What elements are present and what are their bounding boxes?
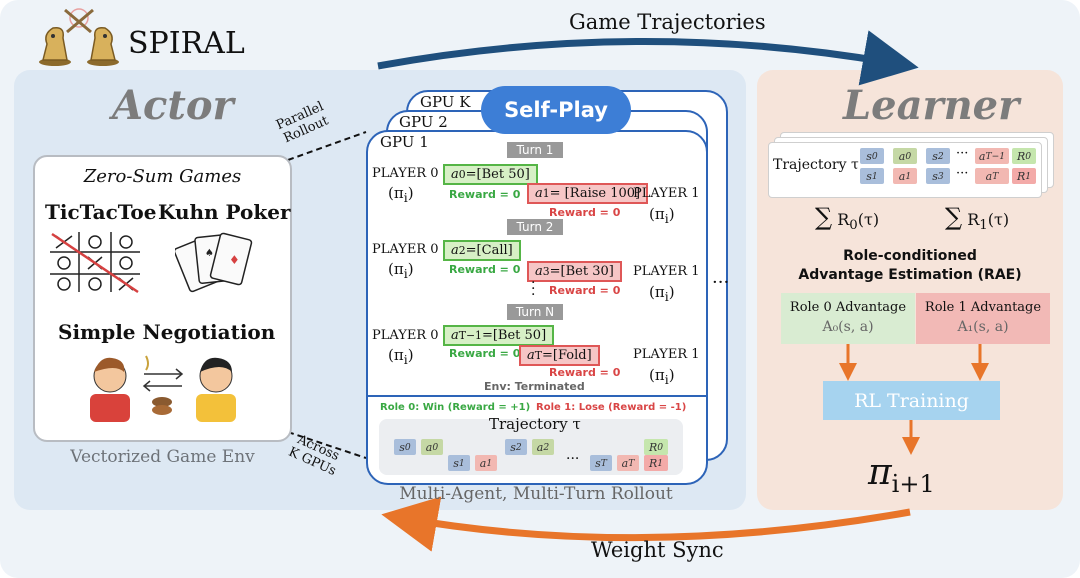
role0-advantage-value: A₀(s, a) xyxy=(822,319,874,335)
learner-traj-ellipsis-top: ··· xyxy=(956,146,969,161)
self-play-badge: Self-Play xyxy=(481,86,631,134)
reward-player0-turn2: Reward = 0 xyxy=(449,263,521,276)
player0-label: PLAYER 0 xyxy=(372,328,439,343)
svg-text:♠: ♠ xyxy=(205,248,214,259)
player1-label: PLAYER 1 xyxy=(633,264,700,279)
svg-text:♦: ♦ xyxy=(229,253,240,267)
player0-label: PLAYER 0 xyxy=(372,242,439,257)
learner-title: Learner xyxy=(843,82,1020,129)
game-env-box xyxy=(33,155,292,442)
role0-advantage-box: Role 0 Advantage A₀(s, a) xyxy=(781,293,915,344)
sum-role0-reward: ∑ R0(τ) xyxy=(815,203,880,234)
role1-outcome: Role 1: Lose (Reward = -1) xyxy=(536,402,687,413)
gpu-ellipsis: ··· xyxy=(712,272,730,293)
role1-advantage-box: Role 1 Advantage A₁(s, a) xyxy=(916,293,1050,344)
reward-player0-turnN: Reward = 0 xyxy=(449,347,521,360)
turn-n-badge: Turn N xyxy=(507,304,563,320)
traj-ellipsis: ··· xyxy=(566,451,580,467)
role0-outcome: Role 0: Win (Reward = +1) xyxy=(380,402,531,413)
gpu-k-label: GPU K xyxy=(420,93,471,111)
game-trajectories-label: Game Trajectories xyxy=(569,10,766,34)
turn-1-badge: Turn 1 xyxy=(507,142,563,158)
logo-title: SPIRAL xyxy=(128,26,245,61)
turn-2-badge: Turn 2 xyxy=(507,219,563,235)
parallel-rollout-connector xyxy=(287,131,367,161)
playing-cards-icon: ♦ ♠ xyxy=(175,232,253,293)
player1-policy: (πi) xyxy=(649,366,675,387)
reward-player0-turn1: Reward = 0 xyxy=(449,188,521,201)
player1-policy: (πi) xyxy=(649,283,675,304)
gpu-2-label: GPU 2 xyxy=(399,113,448,131)
reward-player1-turnN: Reward = 0 xyxy=(549,366,621,379)
weight-sync-arrow xyxy=(381,496,911,552)
rl-training-box: RL Training xyxy=(823,381,1000,420)
zero-sum-heading: Zero-Sum Games xyxy=(83,166,242,187)
sum-role1-reward: ∑ R1(τ) xyxy=(945,203,1010,234)
game-kuhn-poker: Kuhn Poker xyxy=(158,200,291,224)
reward-player1-turn2: Reward = 0 xyxy=(549,284,621,297)
knights-chess-logo-icon xyxy=(39,8,119,66)
across-gpus-connector xyxy=(287,431,367,459)
multi-agent-rollout-label: Multi-Agent, Multi-Turn Rollout xyxy=(399,484,673,504)
game-tictactoe: TicTacToe xyxy=(45,200,157,224)
rae-title-line1: Role-conditioned xyxy=(843,248,977,264)
player0-label: PLAYER 0 xyxy=(372,166,439,181)
rae-title-line2: Advantage Estimation (RAE) xyxy=(798,267,1022,283)
role0-advantage-title: Role 0 Advantage xyxy=(789,300,907,315)
env-terminated-label: Env: Terminated xyxy=(484,380,585,393)
game-simple-negotiation: Simple Negotiation xyxy=(58,320,276,344)
player1-policy: (πi) xyxy=(649,205,675,226)
role1-advantage-title: Role 1 Advantage xyxy=(924,300,1042,315)
learner-traj-ellipsis-bottom: ··· xyxy=(956,166,969,181)
updated-policy: πi+1 xyxy=(868,452,935,499)
negotiation-people-icon xyxy=(90,355,236,422)
player0-policy: (πi) xyxy=(388,346,414,367)
player1-label: PLAYER 1 xyxy=(633,347,700,362)
gpu-separator xyxy=(366,395,706,397)
game-trajectories-arrow xyxy=(377,30,919,86)
weight-sync-label: Weight Sync xyxy=(591,538,724,562)
player1-label: PLAYER 1 xyxy=(633,186,700,201)
actor-title: Actor xyxy=(112,82,234,129)
vectorized-env-label: Vectorized Game Env xyxy=(70,447,255,467)
player0-policy: (πi) xyxy=(388,184,414,205)
turns-vertical-ellipsis: ··· xyxy=(531,275,536,303)
player0-policy: (πi) xyxy=(388,260,414,281)
tictactoe-board-icon xyxy=(50,232,140,294)
learner-trajectory-label: Trajectory τ xyxy=(773,157,859,173)
actor-trajectory-label: Trajectory τ xyxy=(489,415,581,433)
reward-player1-turn1: Reward = 0 xyxy=(549,206,621,219)
gpu-1-label: GPU 1 xyxy=(380,133,429,151)
role1-advantage-value: A₁(s, a) xyxy=(957,319,1009,335)
